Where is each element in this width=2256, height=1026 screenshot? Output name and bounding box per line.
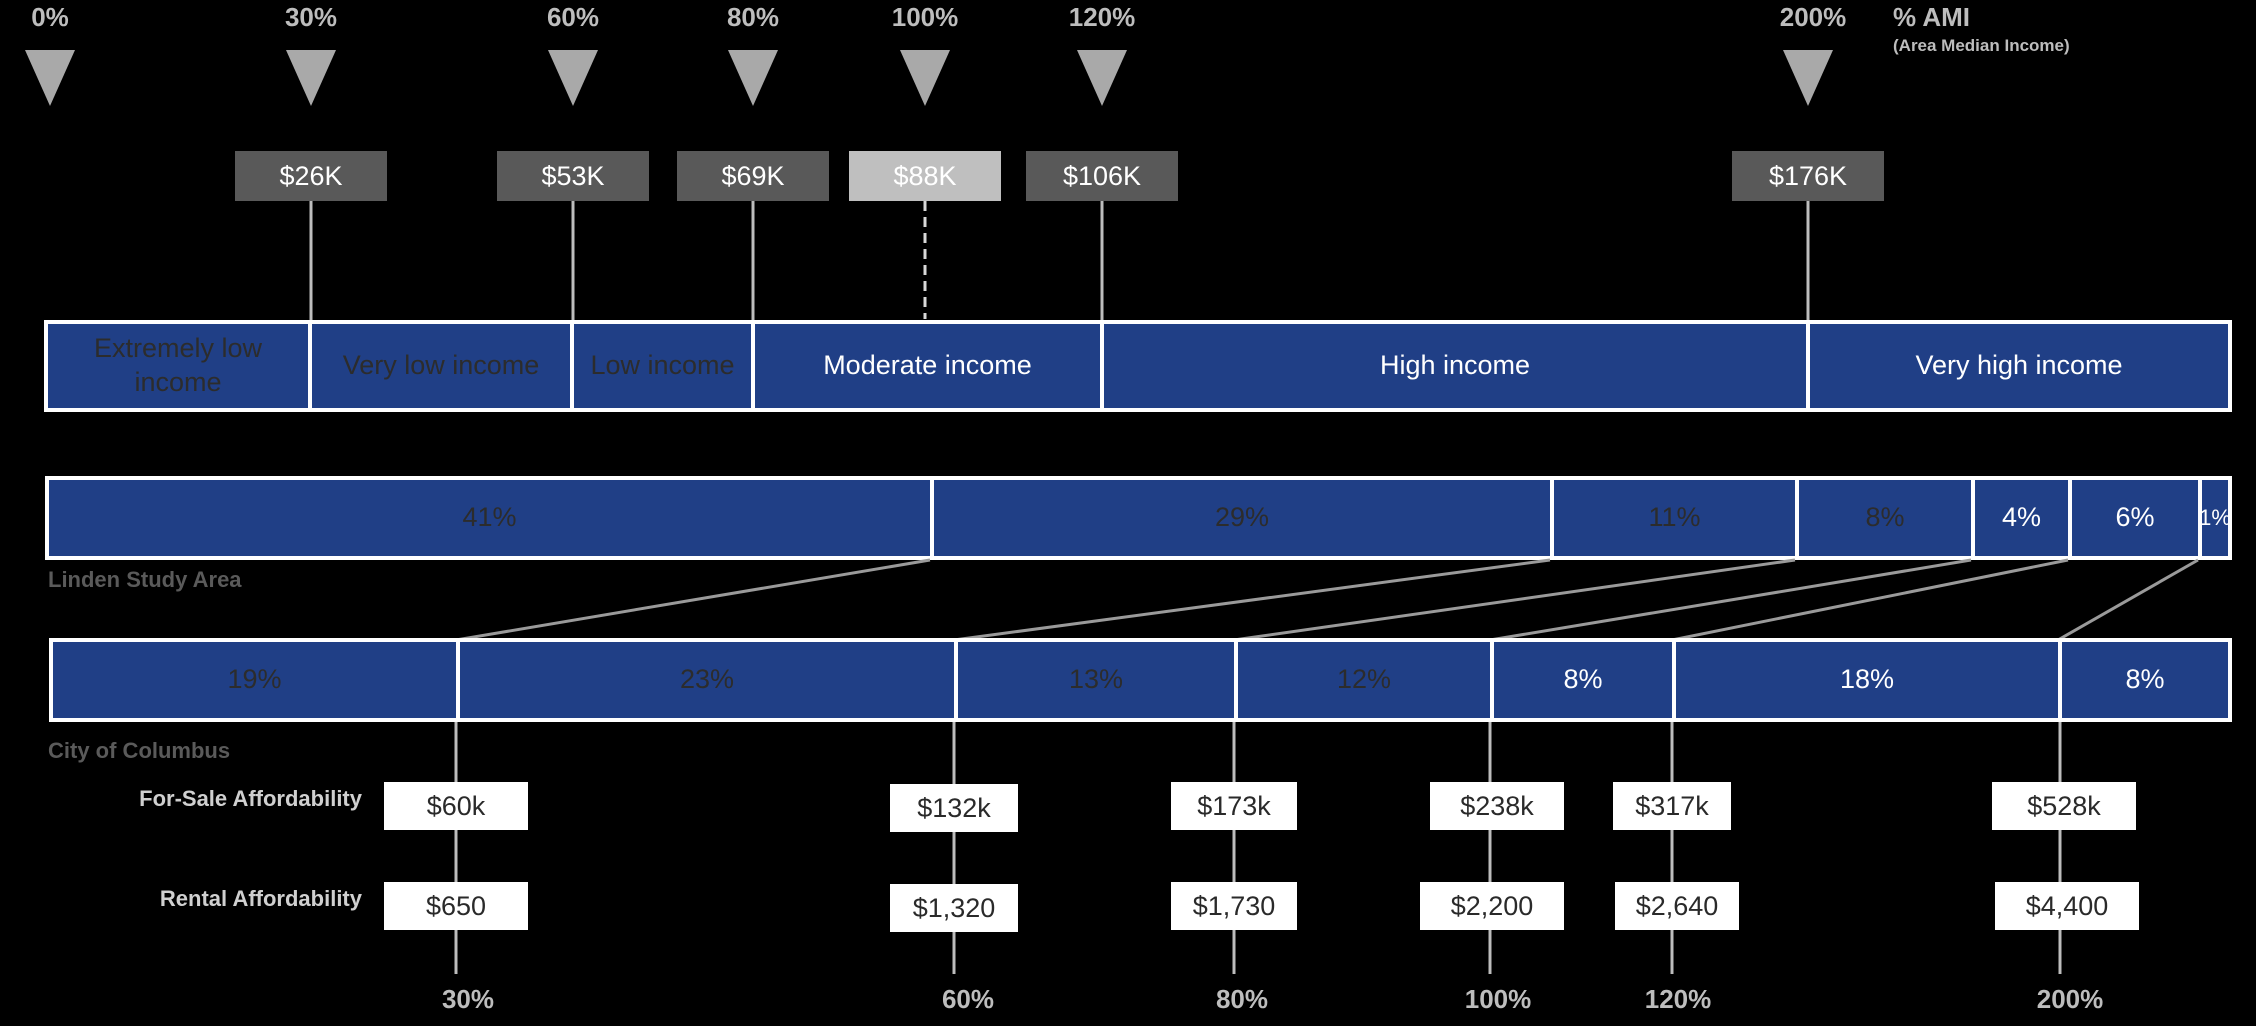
affordability-line (952, 722, 956, 974)
linden-share-segment: 11% (1554, 480, 1799, 556)
top-pct-30: 30% (284, 2, 338, 32)
band-very-high: Very high income (1810, 324, 2228, 408)
income-threshold-200: $176K (1732, 151, 1884, 201)
band-moderate: Moderate income (755, 324, 1104, 408)
marker-triangle-icon (25, 50, 75, 106)
linden-label: Linden Study Area (48, 567, 242, 592)
rental-value: $2,200 (1420, 882, 1564, 930)
marker-triangle-icon (548, 50, 598, 106)
for-sale-value: $173k (1171, 782, 1297, 830)
marker-triangle-icon (728, 50, 778, 106)
marker-triangle-icon (1077, 50, 1127, 106)
affordability-line (1670, 722, 1674, 974)
top-pct-60: 60% (546, 2, 600, 32)
income-threshold-30: $26K (235, 151, 387, 201)
band-high: High income (1104, 324, 1810, 408)
rental-affordability-label: Rental Affordability (159, 886, 362, 911)
band-very-low: Very low income (312, 324, 574, 408)
connector-line (309, 201, 313, 323)
affordability-line (454, 722, 458, 974)
columbus-share-segment: 12% (1238, 642, 1494, 718)
bottom-pct-200: 200% (2036, 984, 2104, 1014)
connector-line (571, 201, 575, 323)
top-pct-80: 80% (726, 2, 780, 32)
connector-line (751, 201, 755, 323)
connector-line (1806, 201, 1810, 323)
bottom-pct-100: 100% (1464, 984, 1532, 1014)
linden-share-segment: 29% (934, 480, 1554, 556)
income-threshold-80: $69K (677, 151, 829, 201)
rental-value: $1,320 (890, 884, 1018, 932)
band-low: Low income (574, 324, 755, 408)
rental-value: $2,640 (1615, 882, 1739, 930)
marker-triangle-icon (1783, 50, 1833, 106)
for-sale-value: $238k (1430, 782, 1564, 830)
linden-bar: 41% 29% 11% 8% 4% 6% 1% (45, 476, 2232, 560)
columbus-label: City of Columbus (48, 738, 231, 763)
linden-share-segment: 41% (49, 480, 934, 556)
affordability-line (1232, 722, 1236, 974)
columbus-share-segment: 8% (1494, 642, 1676, 718)
linden-share-segment: 4% (1975, 480, 2072, 556)
marker-triangle-icon (286, 50, 336, 106)
income-threshold-60: $53K (497, 151, 649, 201)
top-pct-0: 0% (31, 2, 69, 32)
ami-legend-subtitle: (Area Median Income) (1893, 36, 2070, 55)
columbus-share-segment: 19% (53, 642, 460, 718)
for-sale-value: $132k (890, 784, 1018, 832)
columbus-share-segment: 13% (958, 642, 1238, 718)
for-sale-value: $528k (1992, 782, 2136, 830)
for-sale-value: $60k (384, 782, 528, 830)
income-threshold-100-median: $88K (849, 151, 1001, 201)
marker-triangle-icon (900, 50, 950, 106)
bottom-pct-60: 60% (941, 984, 995, 1014)
bottom-pct-80: 80% (1215, 984, 1269, 1014)
linden-share-segment: 8% (1799, 480, 1975, 556)
ami-legend-title: % AMI (1893, 2, 1971, 32)
rental-value: $1,730 (1171, 882, 1297, 930)
income-band-bar: Extremely low income Very low income Low… (44, 320, 2232, 412)
for-sale-affordability-label: For-Sale Affordability (139, 786, 362, 811)
bottom-pct-30: 30% (441, 984, 495, 1014)
top-pct-200: 200% (1779, 2, 1847, 32)
affordability-line (2058, 722, 2062, 974)
linden-share-segment: 1% (2202, 480, 2228, 556)
columbus-share-segment: 23% (460, 642, 958, 718)
columbus-bar: 19% 23% 13% 12% 8% 18% 8% (49, 638, 2232, 722)
band-extremely-low: Extremely low income (48, 324, 312, 408)
bottom-pct-120: 120% (1644, 984, 1712, 1014)
linden-share-segment: 6% (2072, 480, 2202, 556)
top-pct-100: 100% (891, 2, 959, 32)
connector-line (1100, 201, 1104, 323)
columbus-share-segment: 8% (2062, 642, 2228, 718)
income-threshold-120: $106K (1026, 151, 1178, 201)
rental-value: $4,400 (1995, 882, 2139, 930)
top-pct-120: 120% (1068, 2, 1136, 32)
for-sale-value: $317k (1613, 782, 1731, 830)
median-connector-dashed (923, 201, 927, 319)
affordability-line (1488, 722, 1492, 974)
columbus-share-segment: 18% (1676, 642, 2062, 718)
rental-value: $650 (384, 882, 528, 930)
